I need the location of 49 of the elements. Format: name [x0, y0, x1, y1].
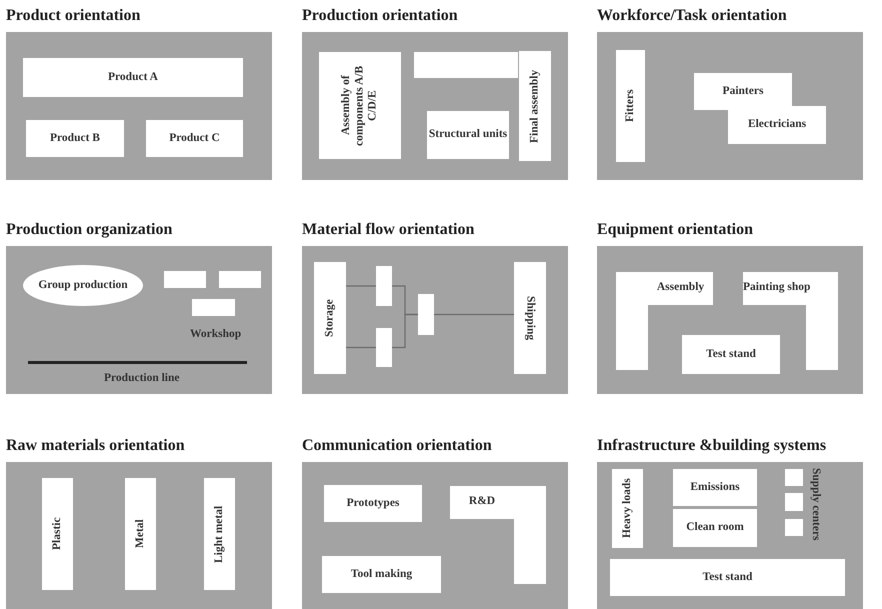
l-shaped-zone: R&D	[450, 486, 546, 584]
panel-heading: Raw materials orientation	[6, 437, 185, 455]
zone-box: Metal	[125, 478, 156, 590]
blank-zone	[164, 271, 206, 288]
connector-line	[346, 285, 376, 287]
blank-zone	[376, 266, 392, 306]
connector-line	[392, 314, 418, 348]
blank-zone	[418, 294, 434, 335]
panel-heading: Production organization	[6, 221, 172, 239]
zone-box: Painters	[694, 73, 792, 110]
zone-box: Electricians	[728, 106, 826, 144]
blank-zone	[376, 328, 392, 367]
blank-zone	[414, 52, 518, 78]
zone-box: Product C	[146, 120, 243, 157]
zone-label: Supply centers	[810, 468, 822, 541]
panel-heading: Material flow orientation	[302, 221, 474, 239]
zone-box: Heavy loads	[612, 469, 643, 548]
zone-box: Fitters	[616, 50, 645, 162]
zone-box: Test stand	[682, 335, 780, 374]
zone-box: Final assembly	[519, 51, 551, 161]
zone-box: Assembly of components A/B C/D/E	[319, 52, 401, 159]
panel-heading: Product orientation	[6, 7, 140, 25]
panel-heading: Infrastructure &building systems	[597, 437, 826, 455]
zone-label: Workshop	[190, 328, 242, 340]
connector-line	[434, 314, 514, 316]
zone-label: Production line	[104, 372, 180, 384]
zone-box: Plastic	[42, 478, 73, 590]
zone-box: Storage	[314, 262, 346, 374]
zone-box: Tool making	[322, 556, 441, 593]
zone-box: Structural units	[427, 111, 509, 159]
zone-box: Light metal	[204, 478, 235, 590]
blank-zone	[785, 493, 803, 511]
zone-box: Product B	[26, 120, 124, 157]
panel-heading: Communication orientation	[302, 437, 492, 455]
panel-heading: Equipment orientation	[597, 221, 754, 239]
panel-heading: Production orientation	[302, 7, 458, 25]
zone-box: Shipping	[514, 262, 546, 374]
zone-ellipse: Group production	[23, 265, 143, 306]
blank-zone	[785, 519, 803, 536]
zone-box: Clean room	[673, 509, 757, 547]
zone-box: Product A	[23, 58, 243, 97]
zone-box: Test stand	[610, 559, 845, 596]
connector-line	[346, 346, 376, 348]
blank-zone	[785, 469, 803, 486]
blank-zone	[219, 271, 261, 288]
zone-box: Prototypes	[324, 485, 422, 522]
zone-box: Emissions	[673, 469, 757, 506]
panel-heading: Workforce/Task orientation	[597, 7, 787, 25]
blank-zone	[192, 299, 235, 316]
